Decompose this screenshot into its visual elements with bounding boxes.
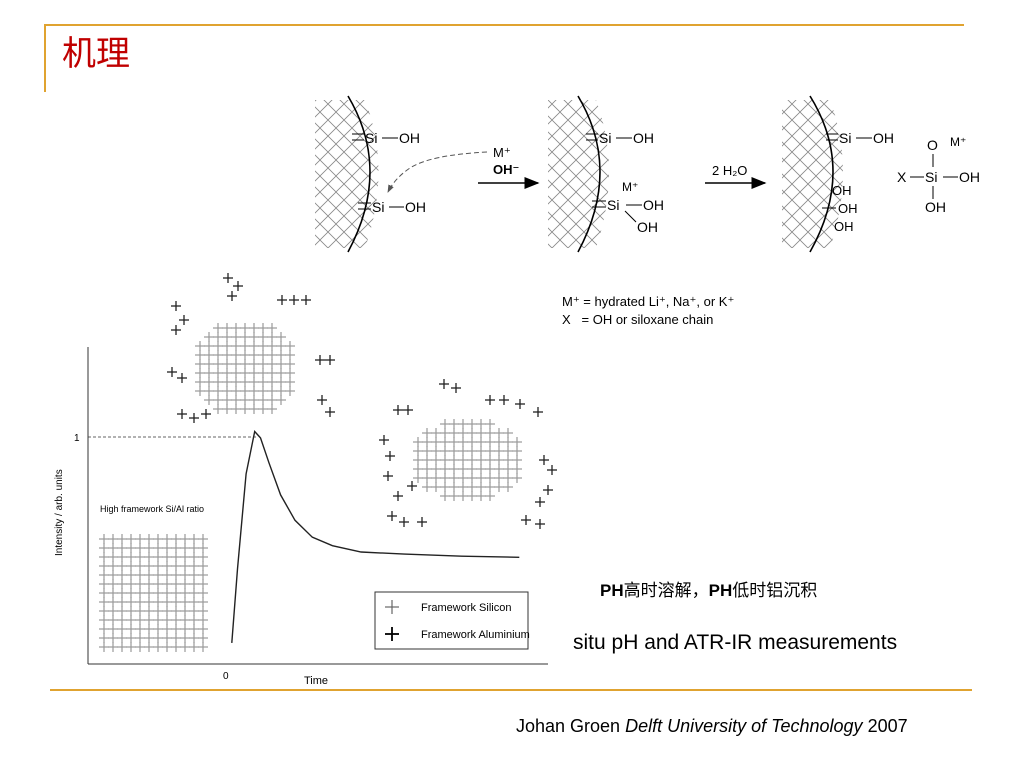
legend-aluminium: Framework Aluminium: [421, 629, 530, 641]
silanol-group-3a: Si OH: [826, 130, 894, 146]
product-cation: M⁺: [950, 135, 966, 149]
footer-credit: Johan Groen Delft University of Technolo…: [516, 716, 908, 736]
silanol-group-1a: Si OH: [352, 130, 420, 146]
reagent-m-plus: M⁺: [493, 145, 511, 160]
legend-line-2: X = OH or siloxane chain: [562, 312, 713, 327]
attack-arrow: [387, 151, 488, 193]
oh-label: OH: [399, 130, 420, 146]
framework-silicon-marker: [385, 600, 399, 614]
caption-ph-effect: PH高时溶解，PH低时铝沉积: [600, 581, 818, 600]
chart-annotation: High framework Si/Al ratio: [100, 504, 204, 514]
si-label: Si: [925, 169, 937, 185]
si-label: Si: [599, 130, 611, 146]
top-rule: [44, 24, 964, 26]
reagent-water: 2 H₂O: [712, 163, 747, 178]
si-label: Si: [607, 197, 619, 213]
pentacoordinate-si: M⁺ Si OH OH: [592, 180, 664, 235]
oh-label: OH: [925, 199, 946, 215]
framework-aluminium-marker: [385, 627, 399, 641]
surface-1: [315, 95, 379, 253]
oh-label: OH: [832, 183, 852, 198]
oh-label: OH: [643, 197, 664, 213]
product-oxygen: O: [927, 137, 938, 153]
legend-silicon: Framework Silicon: [421, 602, 511, 614]
oh-label: OH: [637, 219, 658, 235]
product-x: X: [897, 169, 907, 185]
si-label: Si: [365, 130, 377, 146]
step-1-arrow: M⁺ OH⁻: [478, 145, 540, 189]
si-label: Si: [372, 199, 384, 215]
oh-label: OH: [959, 169, 980, 185]
released-silicate: O M⁺ X Si OH OH: [897, 135, 980, 215]
y-tick-label: 1: [74, 433, 80, 444]
x-tick-label: 0: [223, 671, 229, 682]
aluminium-fragments: [167, 273, 557, 529]
oh-label: OH: [838, 201, 858, 216]
silanol-group-2a: Si OH: [586, 130, 654, 146]
oh-label: OH: [633, 130, 654, 146]
oh-label: OH: [405, 199, 426, 215]
x-axis-label: Time: [304, 675, 328, 687]
chart: 1 0 Time Intensity / arb. units High fra…: [54, 273, 557, 687]
mechanism-legend: M⁺ = hydrated Li⁺, Na⁺, or K⁺ X = OH or …: [562, 294, 734, 327]
slide-title: 机理: [62, 34, 130, 74]
dissolving-framework-cluster: [413, 419, 522, 501]
surface-3: [782, 95, 843, 253]
dissolving-framework-cluster: [195, 323, 295, 414]
bottom-rule: [50, 689, 972, 691]
surface-2: [548, 95, 609, 253]
silanol-group-1b: Si OH: [358, 199, 426, 215]
left-rule: [44, 24, 46, 92]
si-label: Si: [839, 130, 851, 146]
framework-lattice: [99, 534, 208, 652]
oh-label: OH: [873, 130, 894, 146]
oh-label: OH: [834, 219, 854, 234]
reagent-hydroxide: OH⁻: [493, 162, 519, 177]
chart-legend: Framework Silicon Framework Aluminium: [374, 591, 530, 650]
caption-measurements: situ pH and ATR-IR measurements: [573, 631, 898, 654]
y-axis-label: Intensity / arb. units: [54, 469, 65, 556]
intensity-curve: [231, 430, 520, 643]
step-2-arrow: 2 H₂O: [705, 163, 767, 189]
mechanism-and-chart: Si OH Si OH M⁺ OH⁻ Si OH M⁺ Si OH OH 2 H…: [54, 95, 980, 687]
legend-line-1: M⁺ = hydrated Li⁺, Na⁺, or K⁺: [562, 294, 734, 309]
intermediate-cation: M⁺: [622, 180, 638, 194]
surface-hydroxyls: OH OH OH: [822, 183, 858, 234]
